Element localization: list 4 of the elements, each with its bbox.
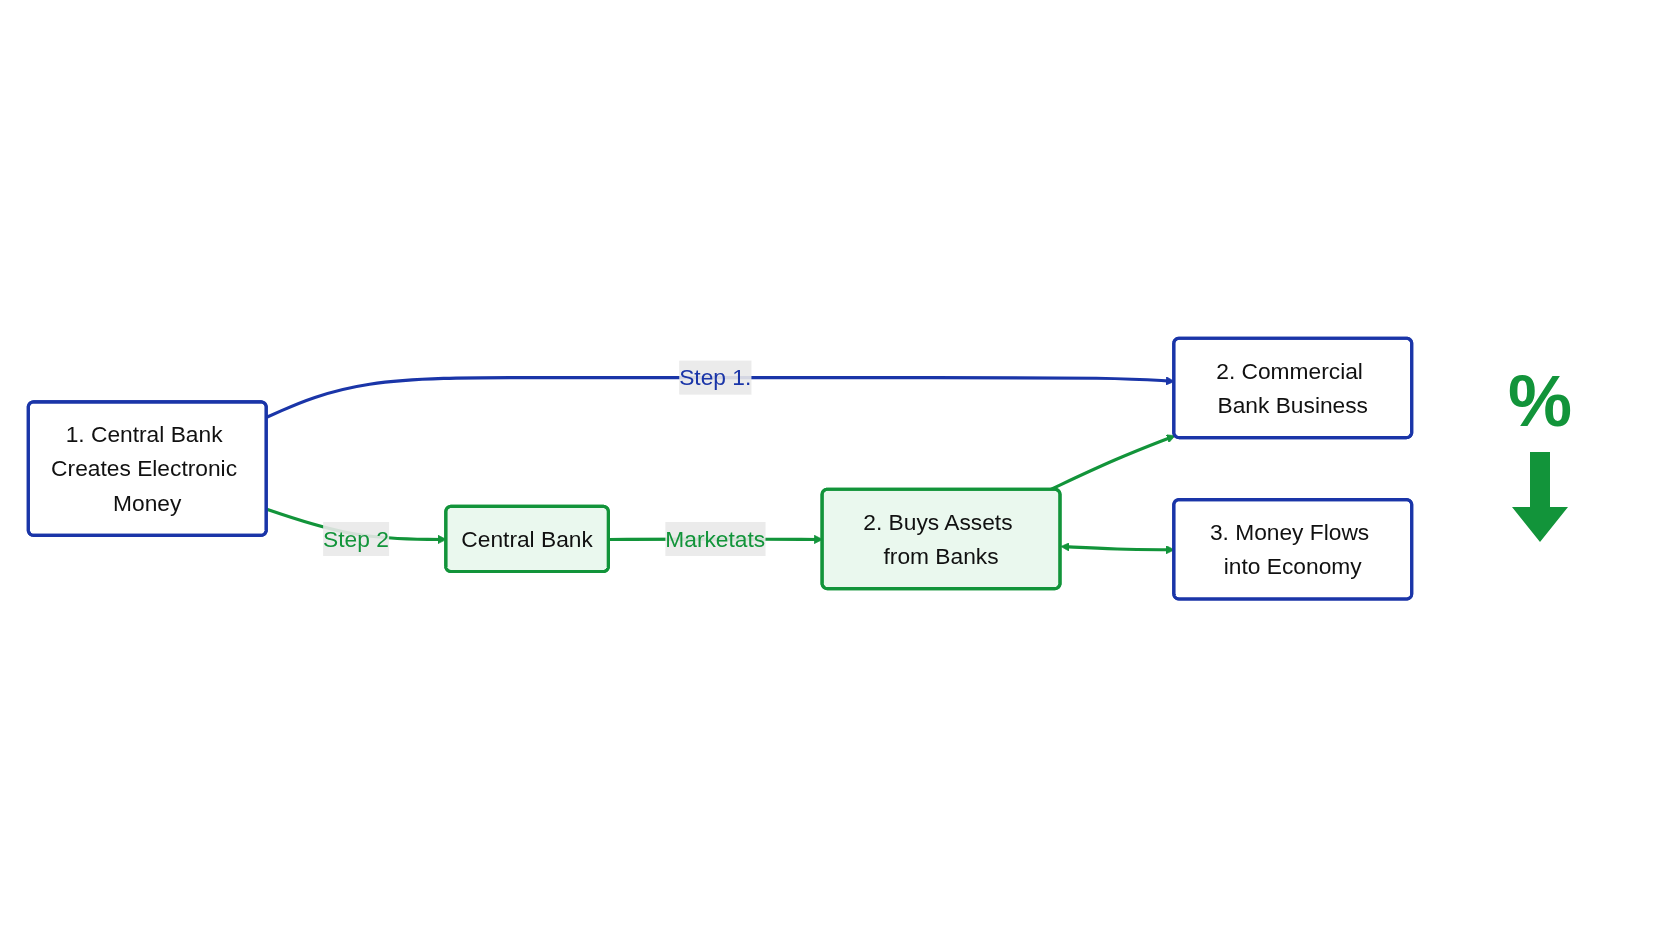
edge-label: Step 2 [323,525,389,552]
edge-label: Marketats [665,525,766,552]
percent-sign: % [1508,360,1572,442]
edge-label: Step 1. [679,364,752,391]
